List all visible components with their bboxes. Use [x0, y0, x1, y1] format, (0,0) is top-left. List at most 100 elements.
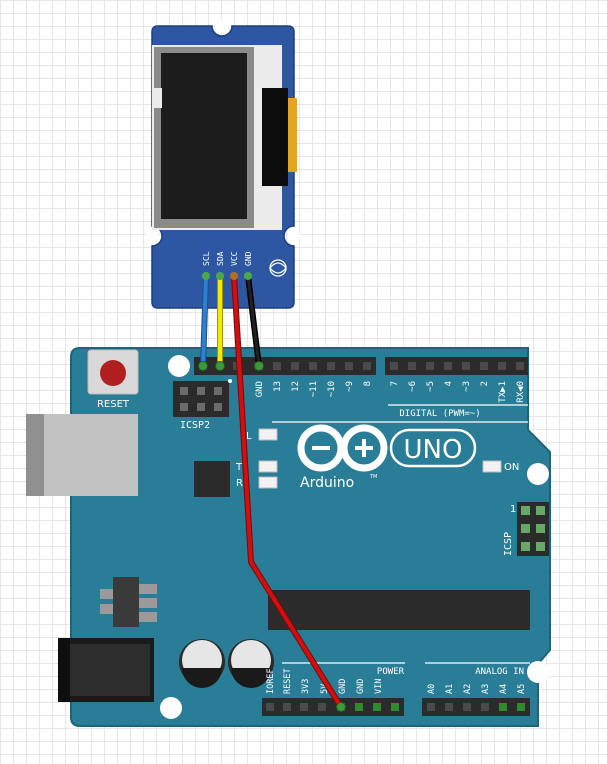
pin-label: 5V	[320, 684, 330, 694]
analog-pin-holes	[427, 703, 525, 711]
pin-label: ~11	[309, 381, 319, 397]
wires	[198, 272, 346, 712]
analog-header	[422, 698, 530, 716]
pin-label: SDA	[216, 251, 225, 266]
brand-label: Arduino	[300, 475, 354, 491]
header-pin[interactable]	[318, 703, 326, 711]
model-label: UNO	[404, 435, 463, 465]
pin-label: A5	[517, 684, 527, 694]
reset-button[interactable]	[87, 349, 139, 395]
header-pin[interactable]	[273, 362, 281, 370]
header-pin[interactable]	[266, 703, 274, 711]
pin-label: TX▶1	[498, 381, 508, 403]
icsp2-header	[173, 381, 229, 417]
pin-label: RX◀0	[516, 381, 526, 403]
pin-label: ~5	[426, 381, 436, 392]
header-pin[interactable]	[355, 703, 363, 711]
header-pin[interactable]	[300, 703, 308, 711]
mounting-hole	[288, 230, 300, 242]
pin-label: A2	[463, 684, 473, 694]
mounting-hole	[527, 661, 549, 683]
header-pin[interactable]	[463, 703, 471, 711]
pin-label: 2	[480, 381, 490, 386]
wire-gnd	[245, 273, 262, 369]
header-pin[interactable]	[408, 362, 416, 370]
icsp-header	[517, 502, 549, 556]
pin-label: ~6	[408, 381, 418, 392]
pin-label: GND	[356, 679, 366, 694]
pin-label: A4	[499, 684, 509, 694]
arduino-logo-icon	[297, 424, 388, 472]
header-pin[interactable]	[345, 362, 353, 370]
capacitor	[228, 639, 274, 688]
header-pin[interactable]	[517, 703, 525, 711]
pin-label: 8	[363, 381, 373, 386]
led-rx-label: RX	[236, 478, 250, 489]
header-pin[interactable]	[283, 703, 291, 711]
pin-label: GND	[255, 381, 265, 397]
wire-endpoint	[216, 272, 224, 280]
led-tx	[258, 460, 278, 473]
header-pin[interactable]	[516, 362, 524, 370]
microcontroller-chip	[268, 590, 530, 630]
header-pin[interactable]	[291, 362, 299, 370]
dc-power-jack	[58, 638, 154, 702]
header-pin[interactable]	[498, 362, 506, 370]
pin-label: A1	[445, 684, 455, 694]
header-pin[interactable]	[363, 362, 371, 370]
mounting-hole	[527, 463, 549, 485]
header-pin[interactable]	[480, 362, 488, 370]
digital-pin-labels: GND 13 12 ~11 ~10 ~9 8 7 ~6 ~5 4 ~3 2 TX▶1 RX◀0	[255, 381, 526, 403]
mounting-hole	[168, 355, 190, 377]
arduino-uno-board: RESET ICSP 2 GND 13 12 ~11 ~10 ~9 8 7 ~6 ~5 4 ~3 2 TX▶…	[26, 347, 551, 727]
header-pin[interactable]	[481, 703, 489, 711]
power-header	[262, 698, 404, 716]
digital-header	[194, 357, 528, 375]
header-pin[interactable]	[426, 362, 434, 370]
header-pin[interactable]	[309, 362, 317, 370]
analog-pin-labels: A0 A1 A2 A3 A4 A5	[427, 684, 527, 694]
module-logo-icon	[269, 259, 287, 277]
header-pin[interactable]	[444, 362, 452, 370]
pin-label: 12	[291, 381, 301, 392]
icsp-label: ICSP	[503, 532, 514, 556]
header-pin[interactable]	[462, 362, 470, 370]
pin-label: A3	[481, 684, 491, 694]
led-tx-label: TX	[235, 462, 249, 473]
header-pin[interactable]	[427, 703, 435, 711]
pin-label: 4	[444, 381, 454, 386]
wire-endpoint	[202, 272, 210, 280]
wire-scl	[200, 273, 209, 369]
uno-badge	[389, 428, 477, 468]
pin-label: 13	[273, 381, 283, 392]
on-label: ON	[504, 462, 519, 473]
pin-label: 7	[390, 381, 400, 386]
pin-label: GND	[244, 251, 253, 266]
header-pin[interactable]	[373, 703, 381, 711]
mounting-hole	[216, 20, 228, 32]
pin-label: A0	[427, 684, 437, 694]
capacitor	[179, 639, 225, 688]
oled-screen	[152, 45, 282, 230]
header-pin[interactable]	[327, 362, 335, 370]
led-rx	[258, 476, 278, 489]
wire-endpoint	[244, 272, 252, 280]
usb-chip	[194, 461, 230, 497]
led-l	[258, 428, 278, 441]
reset-label: RESET	[97, 399, 130, 410]
header-pin[interactable]	[391, 703, 399, 711]
header-pin[interactable]	[390, 362, 398, 370]
header-pin[interactable]	[499, 703, 507, 711]
led-l-label: L	[246, 431, 252, 442]
header-pin[interactable]	[445, 703, 453, 711]
digital-label: DIGITAL (PWM=~)	[399, 409, 480, 419]
pin-label: ~9	[345, 381, 355, 392]
pin-label: SCL	[202, 251, 211, 266]
pin-label: ~10	[327, 381, 337, 397]
pin-label: ~3	[462, 381, 472, 392]
wire-endpoint	[215, 361, 225, 371]
trademark-label: TM	[369, 474, 377, 480]
